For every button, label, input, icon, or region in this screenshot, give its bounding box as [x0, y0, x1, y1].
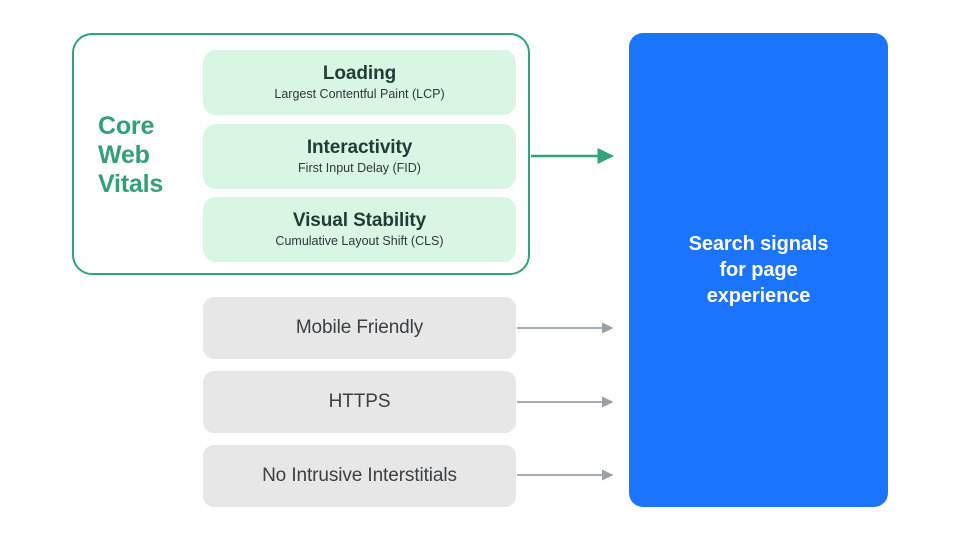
mobile-friendly-box[interactable]: Mobile Friendly [203, 297, 516, 359]
mobile-friendly-label: Mobile Friendly [295, 317, 424, 338]
no-intrusive-interstitials-label: No Intrusive Interstitials [262, 465, 457, 486]
metric-card-loading[interactable]: Loading Largest Contentful Paint (LCP) [203, 50, 516, 115]
core-web-vitals-label-line-2: Web [98, 141, 150, 169]
metric-card-interactivity[interactable]: Interactivity First Input Delay (FID) [203, 124, 516, 189]
core-web-vitals-group [72, 33, 530, 275]
search-signals-box[interactable]: Search signals for page experience [629, 33, 888, 507]
metric-subtitle-loading: Largest Contentful Paint (LCP) [274, 87, 445, 101]
metric-title-loading: Loading [322, 63, 397, 84]
core-web-vitals-label-line-3: Vitals [98, 170, 164, 198]
https-box[interactable]: HTTPS [203, 371, 516, 433]
https-label: HTTPS [328, 391, 391, 412]
metric-card-visual-stability[interactable]: Visual Stability Cumulative Layout Shift… [203, 197, 516, 262]
core-web-vitals-label-line-1: Core [98, 112, 155, 140]
metric-subtitle-visual-stability: Cumulative Layout Shift (CLS) [275, 234, 444, 248]
metric-title-visual-stability: Visual Stability [292, 210, 427, 231]
search-signals-label: Search signals for page experience [688, 233, 829, 307]
metric-subtitle-interactivity: First Input Delay (FID) [298, 161, 421, 175]
no-intrusive-interstitials-box[interactable]: No Intrusive Interstitials [203, 445, 516, 507]
core-web-vitals-label: Core Web Vitals [98, 112, 190, 199]
metric-title-interactivity: Interactivity [306, 137, 413, 158]
